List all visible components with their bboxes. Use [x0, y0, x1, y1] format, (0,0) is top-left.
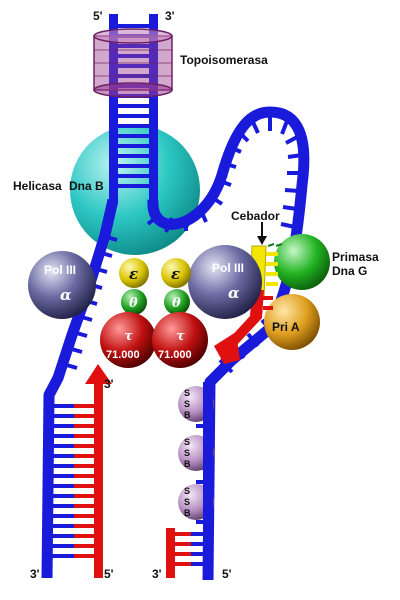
theta-left-sphere: [121, 289, 147, 315]
helicase-gene-label: Dna B: [69, 179, 104, 193]
tau-right-sphere: [152, 312, 208, 368]
topoisomerase-cylinder: [93, 28, 173, 98]
theta-right-sphere: [164, 289, 190, 315]
leading-new-strand: [52, 364, 112, 578]
top-three-prime-label: 3': [165, 9, 175, 23]
tau-left-label: τ: [124, 329, 133, 344]
pol-iii-right-sphere: [188, 245, 262, 319]
ssb-2-letter-3: B: [184, 459, 191, 469]
pol-iii-right-label: Pol III: [212, 261, 244, 275]
bottom-left-five-prime-label: 5': [104, 567, 114, 581]
ssb-1-letter-1: S: [184, 388, 190, 398]
primase-label: Primasa: [332, 250, 379, 264]
pol-iii-left-sphere: [28, 251, 96, 319]
bottom-left-three-prime-label: 3': [30, 567, 40, 581]
lagging-new-strand: [214, 290, 273, 364]
pri-a-label: Pri A: [272, 320, 300, 334]
ssb-1-letter-2: S: [184, 399, 190, 409]
epsilon-right-label: ε: [171, 265, 180, 283]
pol-iii-right-alpha: α: [228, 284, 240, 302]
bottom-right-three-prime-label: 3': [152, 567, 162, 581]
primase-gene-label: Dna G: [332, 264, 367, 278]
primer-label: Cebador: [231, 209, 280, 223]
epsilon-left-label: ε: [129, 265, 138, 283]
ssb-2-letter-1: S: [184, 437, 190, 447]
leading-template-strand: [41, 198, 119, 579]
ssb-1-letter-3: B: [184, 410, 191, 420]
ssb-3-letter-3: B: [184, 508, 191, 518]
pol-iii-left-label: Pol III: [44, 263, 76, 277]
pol-iii-left-alpha: α: [60, 286, 72, 304]
epsilon-left-sphere: [119, 258, 149, 288]
leading-new-three-prime-label: 3': [104, 377, 114, 391]
epsilon-right-sphere: [161, 258, 191, 288]
tau-left-sphere: [100, 312, 156, 368]
leading-base-pairs: [52, 404, 94, 558]
theta-right-label: θ: [172, 296, 181, 311]
theta-left-label: θ: [129, 296, 138, 311]
bottom-right-five-prime-label: 5': [222, 567, 232, 581]
lagging-loop-ticks: [146, 117, 303, 233]
topoisomerase-label: Topoisomerasa: [180, 53, 268, 67]
helicase-label: Helicasa: [13, 179, 62, 193]
primer-pointer: [257, 222, 267, 245]
ssb-3-letter-1: S: [184, 486, 190, 496]
pri-a-sphere: [264, 294, 320, 350]
top-five-prime-label: 5': [93, 9, 103, 23]
primase-sphere: [274, 234, 330, 290]
leading-template-ticks: [62, 234, 118, 370]
ssb-2-letter-2: S: [184, 448, 190, 458]
ssb-3-letter-2: S: [184, 497, 190, 507]
tau-right-value: 71.000: [158, 349, 192, 361]
tau-left-value: 71.000: [106, 349, 140, 361]
okazaki-fragment: [166, 528, 205, 578]
tau-right-label: τ: [176, 329, 185, 344]
